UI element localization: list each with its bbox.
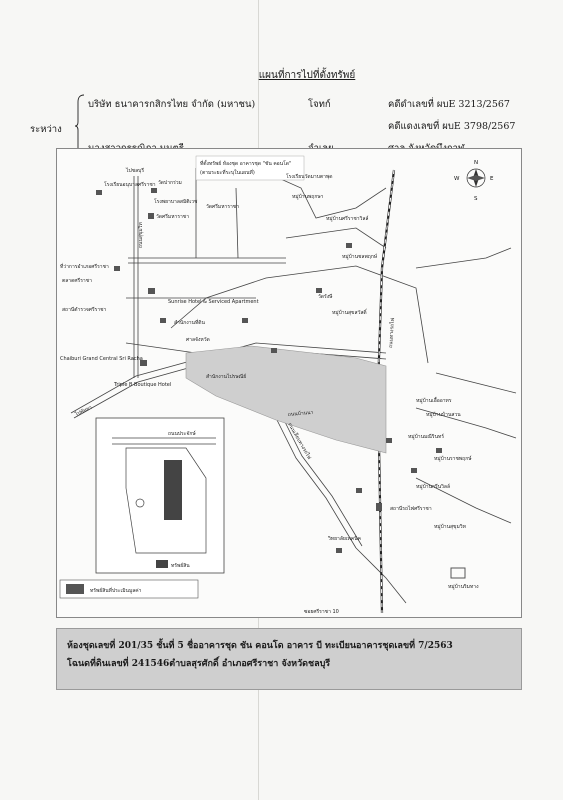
map-label: หมู่บ้านกรีนวิลล์ xyxy=(416,483,450,490)
inset-road-label: ถนนประจักษ์ xyxy=(168,430,196,437)
map-label: Triple B Boutique Hotel xyxy=(113,382,171,388)
map-labels: ไปชลบุรี โรงเรียนอนุบาลศรีราชา วัดปากร่ว… xyxy=(60,167,479,615)
map-label: หมู่บ้านศรีราชาวิลล์ xyxy=(326,215,368,222)
map-label: ซอยศรีราชา 10 xyxy=(304,608,339,615)
map-label: หมู่บ้านเอื้ออาทร xyxy=(416,395,452,404)
inset-map: ถนนประจักษ์ ทรัพย์สิน xyxy=(95,417,225,574)
map-label: ถนนบ้านนา xyxy=(288,409,314,418)
road-north xyxy=(255,167,387,219)
property-description-box: ห้องชุดเลขที่ 201/35 ชั้นที่ 5 ชื่ออาคาร… xyxy=(56,628,522,690)
black-case-number: คดีดำเลขที่ ผบE 3213/2567 xyxy=(388,99,510,110)
inset-legend-label: ทรัพย์สิน xyxy=(171,562,190,569)
map-label: วัดศรีมหาราชา xyxy=(156,213,189,220)
map-label: โรงเรียนวัดมาบตาพุด xyxy=(286,173,332,180)
property-line-2: โฉนดที่ดินเลขที่ 241546ตำบลสุรศักดิ์ อำเ… xyxy=(67,659,331,669)
map-label: สถานีรถไฟศรีราชา xyxy=(390,505,432,512)
property-note-line2: (ตามระยะที่ระบุในแผนที่) xyxy=(200,169,255,176)
map-label: ที่ว่าการอำเภอศรีราชา xyxy=(60,263,109,270)
map-label: สถานีตำรวจศรีราชา xyxy=(62,306,107,313)
inset-building xyxy=(164,460,182,520)
map-label: หมู่บ้านสุขุมวิท xyxy=(434,523,466,530)
inset-pool xyxy=(135,498,145,508)
compass-rose: N S E W xyxy=(454,160,494,202)
shaded-zone xyxy=(185,345,387,454)
property-note-line1: ที่ตั้งทรัพย์ ห้องชุด อาคารชุด "ชัน คอนโ… xyxy=(200,158,291,167)
map-label: หมู่บ้านบ้านสวน xyxy=(426,411,461,418)
map-label: ไปชลบุรี xyxy=(125,167,144,174)
compass-e: E xyxy=(490,176,494,182)
inset-plot xyxy=(125,447,207,554)
map-label: หมู่บ้านสุขสวัสดิ์ xyxy=(332,308,368,316)
map-label: หมู่บ้านริมทาง xyxy=(448,583,479,590)
map-label: Chaiburi Grand Central Sri Racha xyxy=(60,356,143,362)
between-label: ระหว่าง xyxy=(30,124,62,135)
road-cross-3 xyxy=(125,342,197,354)
map-label: วัดรังษี xyxy=(318,293,333,300)
plaintiff-name: บริษัท ธนาคารกสิกรไทย จำกัด (มหาชน) xyxy=(88,99,256,110)
map-label: วิทยาลัยเทคนิค xyxy=(328,535,361,542)
red-case-number: คดีแดงเลขที่ ผบE 3798/2567 xyxy=(388,121,516,132)
compass-s: S xyxy=(474,196,478,202)
inset-legend-swatch xyxy=(156,560,168,568)
compass-w: W xyxy=(454,176,460,182)
plaintiff-role: โจทก์ xyxy=(308,99,331,110)
map-label: โรงพยาบาลสมิติเวช xyxy=(154,198,198,205)
road-curve xyxy=(170,265,429,364)
property-line-1: ห้องชุดเลขที่ 201/35 ชั้นที่ 5 ชื่ออาคาร… xyxy=(67,641,453,651)
map-label: ถนนสุขุมวิท xyxy=(137,222,144,248)
location-map: N S E W ที่ตั้งทรัพย์ ห้องชุด อาคารชุด "… xyxy=(56,148,522,618)
map-title: แผนที่การไปที่ตั้งทรัพย์ xyxy=(258,70,356,81)
map-label: สำนักงานที่ดิน xyxy=(174,319,206,326)
landmark-icons xyxy=(96,188,466,579)
map-label: ถนนทางรถไฟ xyxy=(387,317,396,348)
compass-n: N xyxy=(474,160,478,166)
property-note-box xyxy=(195,155,305,181)
map-label: ตลาดศรีราชา xyxy=(62,277,92,284)
map-label: ศาลจังหวัด xyxy=(186,337,210,343)
map-label: Sunrise Hotel & Serviced Apartment xyxy=(168,299,259,305)
railway xyxy=(376,169,396,614)
road-south-1 xyxy=(275,417,357,549)
map-label: วัดศรีมหาราชา xyxy=(206,203,239,210)
map-label: วัดปากร่วม xyxy=(158,180,182,186)
map-label: หมู่บ้านมณีรินทร์ xyxy=(408,433,444,440)
legend-label: ทรัพย์สินที่ประเมินมูลค่า xyxy=(90,587,142,594)
map-label: หมู่บ้านชลพฤกษ์ xyxy=(342,253,378,260)
map-label: สำนักงานไปรษณีย์ xyxy=(206,373,246,380)
map-label: โรงเรียนอนุบาลศรีราชา xyxy=(104,181,156,188)
map-label: หมู่บ้านพฤกษา xyxy=(292,193,324,200)
map-legend: ทรัพย์สินที่ประเมินมูลค่า xyxy=(59,579,199,599)
map-label: หมู่บ้านราชพฤกษ์ xyxy=(434,455,472,462)
